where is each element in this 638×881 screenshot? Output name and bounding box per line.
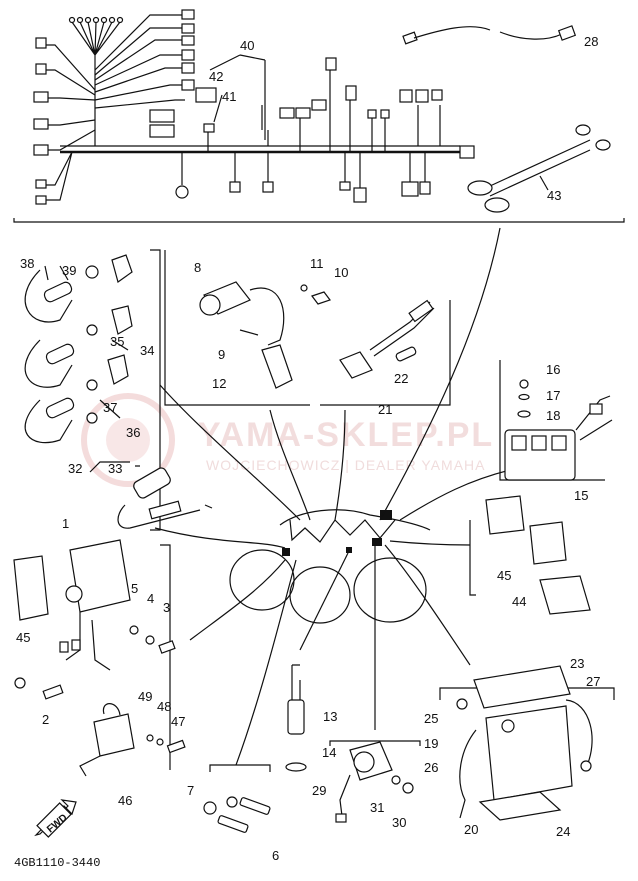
watermark: YAMA-SKLEP.PL WOJCIECHOWICZ | DEALER YAM… xyxy=(81,393,494,487)
callout-7: 7 xyxy=(187,783,194,798)
callout-16: 16 xyxy=(546,362,560,377)
part-8-12-group: 8 9 10 11 12 xyxy=(164,250,348,406)
callout-13: 13 xyxy=(323,709,337,724)
callout-4: 4 xyxy=(147,591,154,606)
callout-19: 19 xyxy=(424,736,438,751)
harness-bracket xyxy=(13,218,625,223)
part-32-33-sensor: 32 33 xyxy=(68,461,213,529)
callout-27: 27 xyxy=(586,674,600,689)
battery-group: 23 27 25 19 26 20 24 xyxy=(424,656,615,839)
callout-36: 36 xyxy=(126,425,140,440)
part-29-31-group: 29 31 30 xyxy=(312,740,421,830)
part-44-45-covers: 45 44 xyxy=(469,495,591,615)
callout-24: 24 xyxy=(556,824,570,839)
watermark-brand: YAMA-SKLEP.PL xyxy=(198,416,494,454)
callout-40: 40 xyxy=(240,38,254,53)
callout-23: 23 xyxy=(570,656,584,671)
part-13-14-group: 13 14 xyxy=(285,664,337,772)
callout-49: 49 xyxy=(138,689,152,704)
callout-32: 32 xyxy=(68,461,82,476)
part-1-5-group: 1 45 5 4 3 2 xyxy=(13,516,176,770)
callout-28: 28 xyxy=(584,34,598,49)
callout-39: 39 xyxy=(62,263,76,278)
callout-15: 15 xyxy=(574,488,588,503)
callout-30: 30 xyxy=(392,815,406,830)
callout-48: 48 xyxy=(157,699,171,714)
callout-1: 1 xyxy=(62,516,69,531)
part-15-18-group: 16 17 18 15 xyxy=(499,360,613,503)
callout-2: 2 xyxy=(42,712,49,727)
callout-21: 21 xyxy=(378,402,392,417)
callout-20: 20 xyxy=(464,822,478,837)
callout-6: 6 xyxy=(272,848,279,863)
callout-9: 9 xyxy=(218,347,225,362)
part-43-sub-harness: 43 xyxy=(467,124,611,213)
part-28-lead: 28 xyxy=(402,25,598,49)
fwd-arrow: FWD xyxy=(34,799,77,838)
sensor-group-34-39: 38 39 35 34 37 36 xyxy=(20,249,161,531)
callout-8: 8 xyxy=(194,260,201,275)
callout-26: 26 xyxy=(424,760,438,775)
callout-45-left: 45 xyxy=(16,630,30,645)
callout-17: 17 xyxy=(546,388,560,403)
callout-5: 5 xyxy=(131,581,138,596)
callout-43: 43 xyxy=(547,188,561,203)
part-46-49-group: 49 48 47 46 xyxy=(79,689,186,808)
callout-41: 41 xyxy=(222,89,236,104)
callout-11: 11 xyxy=(310,256,324,271)
footer-code: 4GB1110-3440 xyxy=(14,856,100,870)
engine-center xyxy=(154,227,511,766)
callout-35: 35 xyxy=(110,334,124,349)
callout-18: 18 xyxy=(546,408,560,423)
part-21-22-group: 22 21 xyxy=(320,299,451,417)
callout-44: 44 xyxy=(512,594,526,609)
callout-46: 46 xyxy=(118,793,132,808)
callout-33: 33 xyxy=(108,461,122,476)
callout-38: 38 xyxy=(20,256,34,271)
callout-37: 37 xyxy=(103,400,117,415)
callout-12: 12 xyxy=(212,376,226,391)
callout-3: 3 xyxy=(163,600,170,615)
callout-31: 31 xyxy=(370,800,384,815)
callout-34: 34 xyxy=(140,343,154,358)
callout-22: 22 xyxy=(394,371,408,386)
callout-42: 42 xyxy=(209,69,223,84)
callout-45-right: 45 xyxy=(497,568,511,583)
callout-25: 25 xyxy=(424,711,438,726)
main-wire-harness xyxy=(33,9,475,205)
callout-29: 29 xyxy=(312,783,326,798)
watermark-subline: WOJCIECHOWICZ | DEALER YAMAHA xyxy=(206,457,485,473)
part-6-7-group: 7 6 xyxy=(187,764,279,863)
callout-14: 14 xyxy=(322,745,336,760)
callout-47: 47 xyxy=(171,714,185,729)
callout-10: 10 xyxy=(334,265,348,280)
